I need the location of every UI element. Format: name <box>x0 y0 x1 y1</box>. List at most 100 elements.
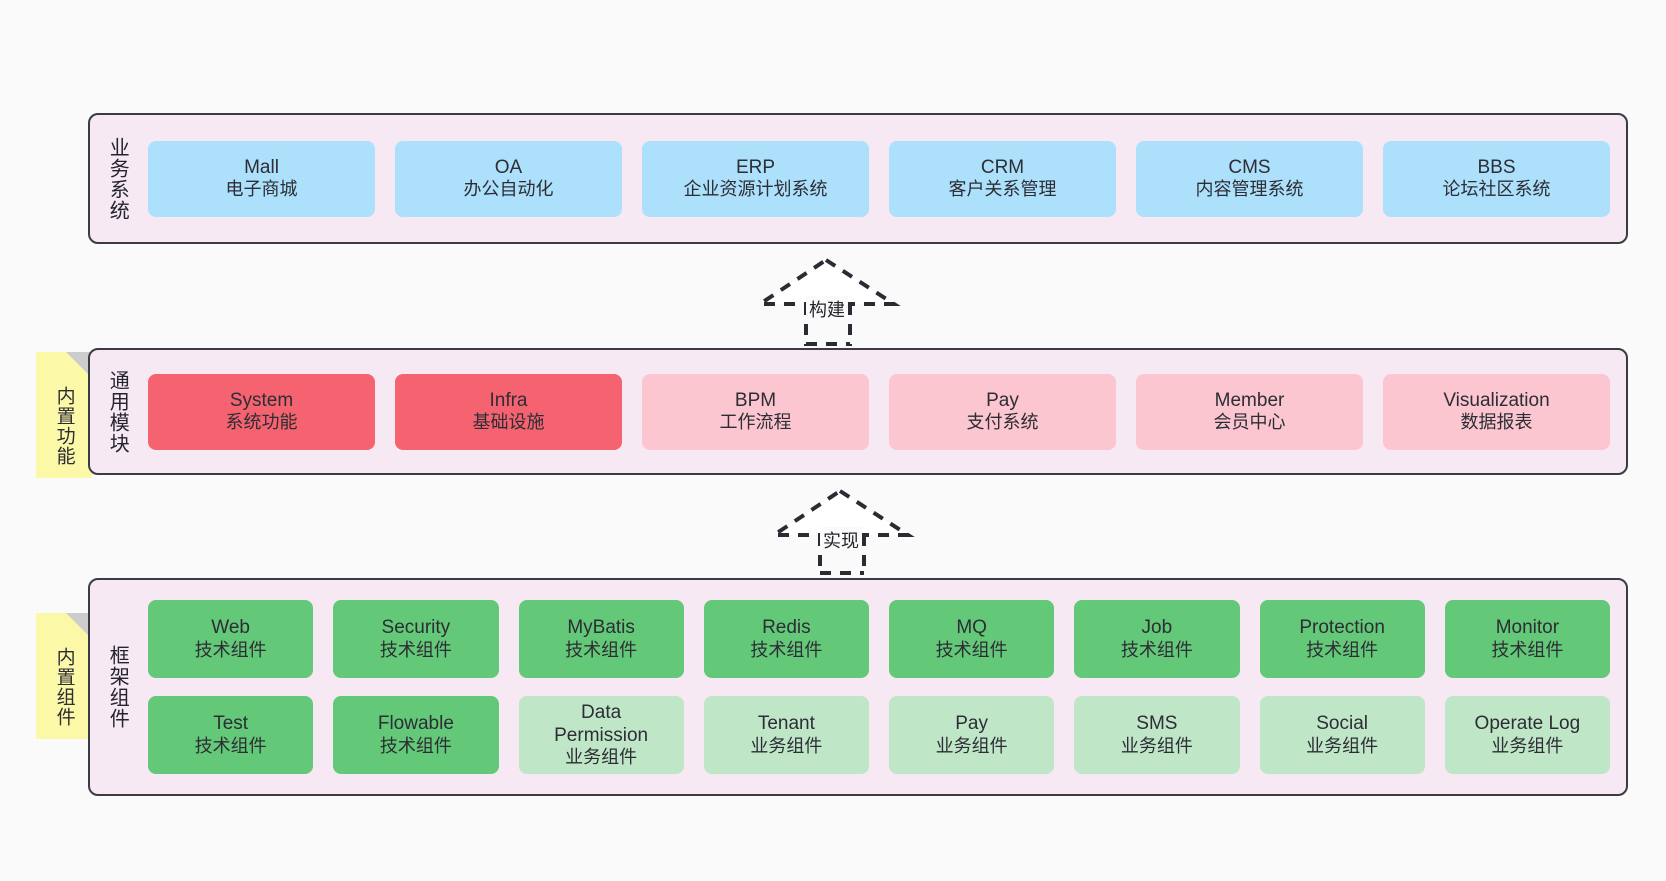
note-builtin-function: 内置功能 <box>36 352 92 478</box>
card-subtitle: 内容管理系统 <box>1195 179 1304 200</box>
card-subtitle: 会员中心 <box>1213 412 1286 433</box>
card-subtitle: 技术组件 <box>1306 639 1379 660</box>
card-title: System <box>229 389 294 411</box>
card-title: BPM <box>734 389 777 411</box>
card-system[interactable]: System 系统功能 <box>148 373 375 450</box>
card-title: Data Permission <box>554 701 649 747</box>
card-bbs[interactable]: BBS 论坛社区系统 <box>1383 140 1610 217</box>
card-data-permission[interactable]: Data Permission 业务组件 <box>518 696 684 774</box>
card-subtitle: 电子商城 <box>225 179 298 200</box>
card-subtitle: 数据报表 <box>1460 412 1533 433</box>
card-protection[interactable]: Protection 技术组件 <box>1259 600 1425 678</box>
card-title: Flowable <box>377 713 454 735</box>
card-web[interactable]: Web 技术组件 <box>148 600 314 678</box>
card-title: Operate Log <box>1474 713 1581 735</box>
card-operate-log[interactable]: Operate Log 业务组件 <box>1444 696 1610 774</box>
card-title: MyBatis <box>567 617 635 639</box>
card-title: Visualization <box>1443 389 1550 411</box>
card-test[interactable]: Test 技术组件 <box>148 696 314 774</box>
layer-framework-component: 框架组件 Web 技术组件 Security 技术组件 MyBatis 技术组件… <box>88 578 1628 796</box>
card-security[interactable]: Security 技术组件 <box>333 600 499 678</box>
card-subtitle: 技术组件 <box>750 639 823 660</box>
note-builtin-component: 内置组件 <box>36 613 92 739</box>
card-sms[interactable]: SMS 业务组件 <box>1074 696 1240 774</box>
card-subtitle: 技术组件 <box>379 735 452 756</box>
card-pay[interactable]: Pay 支付系统 <box>889 373 1116 450</box>
card-title: BBS <box>1477 156 1516 178</box>
card-title: Security <box>381 617 451 639</box>
card-subtitle: 客户关系管理 <box>948 179 1057 200</box>
card-subtitle: 技术组件 <box>1120 639 1193 660</box>
card-mall[interactable]: Mall 电子商城 <box>148 140 375 217</box>
card-subtitle: 业务组件 <box>1120 735 1193 756</box>
card-redis[interactable]: Redis 技术组件 <box>703 600 869 678</box>
note-label: 内置功能 <box>53 386 75 466</box>
layer-common-module: 通用模块 System 系统功能 Infra 基础设施 BPM 工作流程 Pay… <box>88 348 1628 475</box>
note-label: 内置组件 <box>53 647 75 727</box>
card-subtitle: 支付系统 <box>966 412 1039 433</box>
card-title: Pay <box>986 389 1019 411</box>
card-title: Test <box>213 713 249 735</box>
card-title: Web <box>211 617 250 639</box>
card-title: Monitor <box>1495 617 1560 639</box>
card-subtitle: 工作流程 <box>719 412 792 433</box>
card-subtitle: 业务组件 <box>565 747 638 768</box>
card-cms[interactable]: CMS 内容管理系统 <box>1136 140 1363 217</box>
card-bpm[interactable]: BPM 工作流程 <box>642 373 869 450</box>
card-mq[interactable]: MQ 技术组件 <box>889 600 1055 678</box>
card-title: SMS <box>1136 713 1178 735</box>
card-subtitle: 技术组件 <box>935 639 1008 660</box>
connector-build-label: 构建 <box>806 296 848 322</box>
layer-title-common-module: 通用模块 <box>106 369 129 454</box>
card-title: Infra <box>489 389 528 411</box>
layer-business-system: 业务系统 Mall 电子商城 OA 办公自动化 ERP 企业资源计划系统 CRM… <box>88 113 1628 244</box>
card-subtitle: 技术组件 <box>194 639 267 660</box>
card-social[interactable]: Social 业务组件 <box>1259 696 1425 774</box>
card-title: Protection <box>1299 617 1385 639</box>
card-title: Redis <box>762 617 811 639</box>
card-pay-component[interactable]: Pay 业务组件 <box>889 696 1055 774</box>
layer-body-framework-component: Web 技术组件 Security 技术组件 MyBatis 技术组件 Redi… <box>144 580 1626 794</box>
card-subtitle: 技术组件 <box>379 639 452 660</box>
card-title: Social <box>1316 713 1368 735</box>
card-title: CRM <box>980 156 1025 178</box>
card-subtitle: 业务组件 <box>935 735 1008 756</box>
card-flowable[interactable]: Flowable 技术组件 <box>333 696 499 774</box>
card-monitor[interactable]: Monitor 技术组件 <box>1444 600 1610 678</box>
card-oa[interactable]: OA 办公自动化 <box>395 140 622 217</box>
card-title: OA <box>494 156 523 178</box>
card-visualization[interactable]: Visualization 数据报表 <box>1383 373 1610 450</box>
card-row-business: Test 技术组件 Flowable 技术组件 Data Permission … <box>148 696 1610 774</box>
card-subtitle: 业务组件 <box>750 735 823 756</box>
card-subtitle: 技术组件 <box>565 639 638 660</box>
card-subtitle: 业务组件 <box>1491 735 1564 756</box>
card-tenant[interactable]: Tenant 业务组件 <box>703 696 869 774</box>
card-subtitle: 系统功能 <box>225 412 298 433</box>
card-erp[interactable]: ERP 企业资源计划系统 <box>642 140 869 217</box>
card-subtitle: 技术组件 <box>194 735 267 756</box>
card-title: Pay <box>955 713 988 735</box>
card-subtitle: 企业资源计划系统 <box>683 179 828 200</box>
connector-realize: 实现 <box>767 488 922 576</box>
card-title: MQ <box>956 617 987 639</box>
card-subtitle: 办公自动化 <box>463 179 554 200</box>
card-title: ERP <box>735 156 776 178</box>
card-title: CMS <box>1228 156 1271 178</box>
card-title: Mall <box>244 156 279 178</box>
card-crm[interactable]: CRM 客户关系管理 <box>889 140 1116 217</box>
card-member[interactable]: Member 会员中心 <box>1136 373 1363 450</box>
card-mybatis[interactable]: MyBatis 技术组件 <box>518 600 684 678</box>
card-title: Job <box>1141 617 1173 639</box>
card-title: Member <box>1214 389 1285 411</box>
card-row-tech: Web 技术组件 Security 技术组件 MyBatis 技术组件 Redi… <box>148 600 1610 678</box>
layer-body-common-module: System 系统功能 Infra 基础设施 BPM 工作流程 Pay 支付系统… <box>144 350 1626 473</box>
card-row: Mall 电子商城 OA 办公自动化 ERP 企业资源计划系统 CRM 客户关系… <box>148 140 1610 217</box>
card-subtitle: 技术组件 <box>1491 639 1564 660</box>
connector-build: 构建 <box>753 257 908 346</box>
card-job[interactable]: Job 技术组件 <box>1074 600 1240 678</box>
layer-title-business-system: 业务系统 <box>106 136 129 221</box>
card-row: System 系统功能 Infra 基础设施 BPM 工作流程 Pay 支付系统… <box>148 373 1610 450</box>
card-infra[interactable]: Infra 基础设施 <box>395 373 622 450</box>
card-title: Tenant <box>757 713 815 735</box>
